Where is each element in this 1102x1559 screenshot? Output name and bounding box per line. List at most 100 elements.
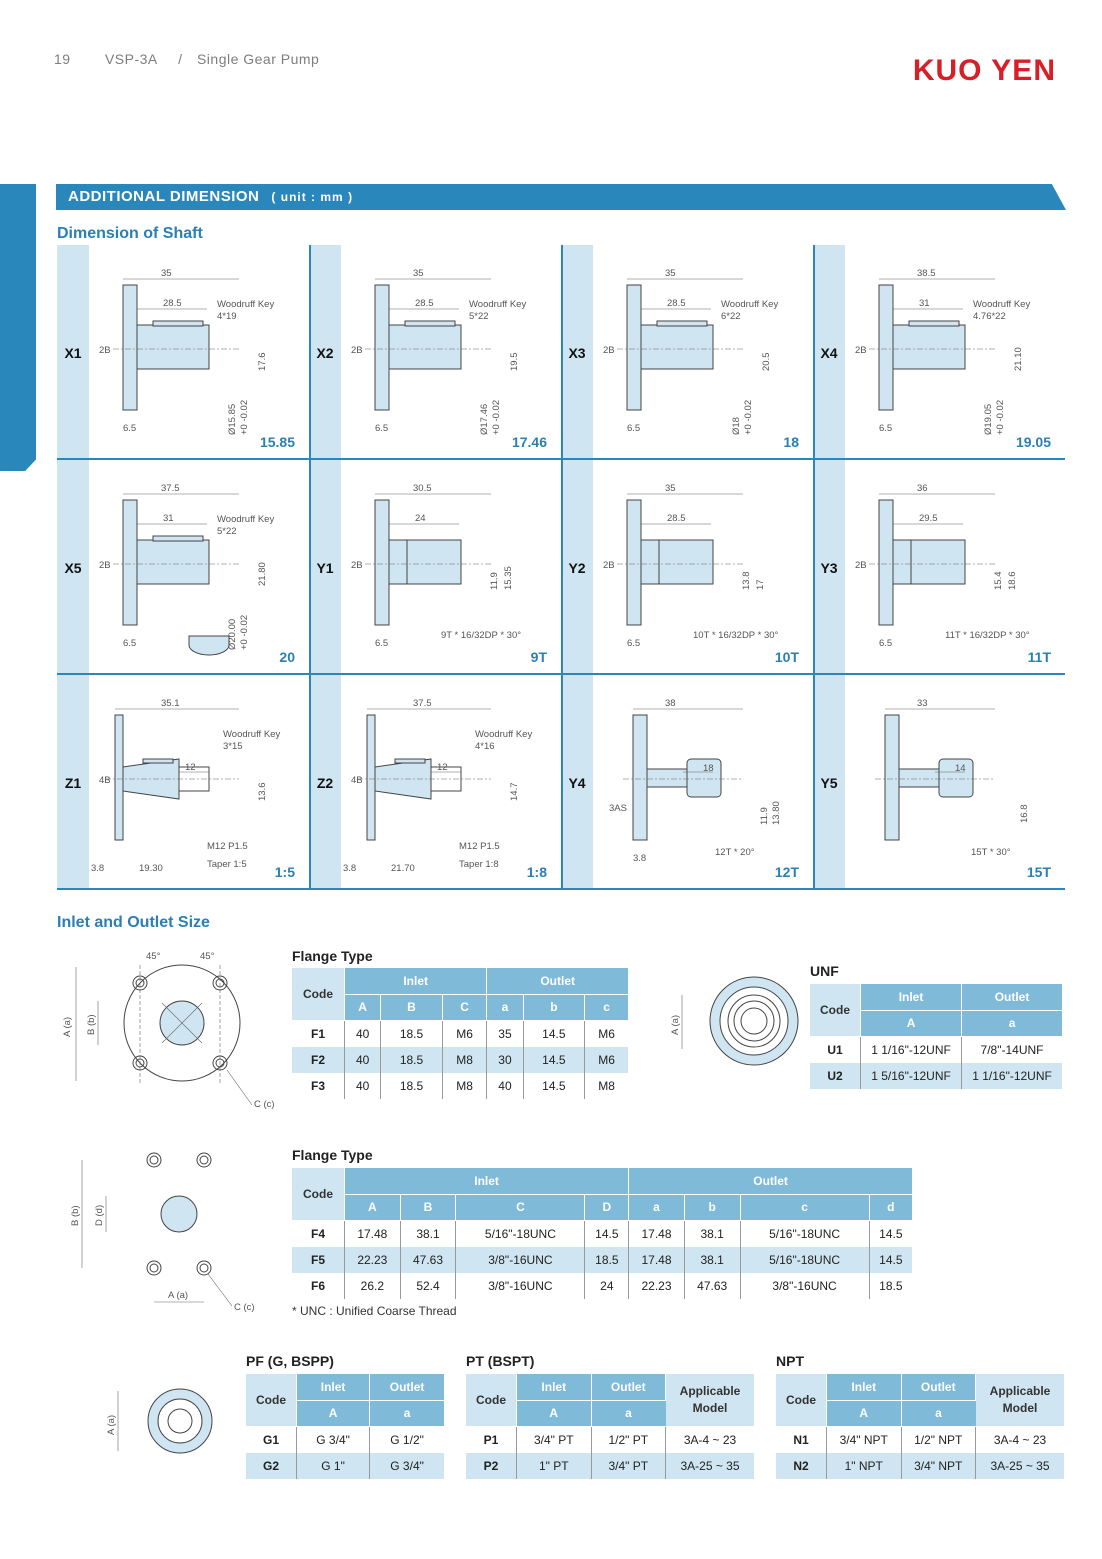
cell-value: 3/8"-16UNC (740, 1272, 870, 1299)
cell-strip (309, 245, 341, 458)
dim-label: 20.5 (761, 353, 772, 372)
cell-value: 5/16"-18UNC (740, 1220, 870, 1247)
cell-value: 1" PT (516, 1452, 592, 1479)
cell-separator (813, 245, 815, 458)
col-header: D (584, 1194, 630, 1221)
model-name: VSP-3A (104, 51, 158, 67)
shaft-value: 12T (774, 864, 799, 880)
cell-strip (561, 460, 593, 673)
dim-label: 19.5 (509, 353, 520, 372)
dim-label: 35.1 (161, 698, 180, 709)
cell-value: 18.5 (380, 1072, 443, 1099)
shaft-section-title: Dimension of Shaft (57, 225, 203, 242)
col-header: B (400, 1194, 457, 1221)
cell-code: G2 (246, 1452, 297, 1479)
dim-label: 38 (665, 698, 676, 709)
cell-value: M6 (442, 1020, 488, 1047)
shaft-value: 10T (774, 649, 799, 665)
cell-value: 3A-4 ~ 23 (993, 1432, 1047, 1447)
dim-label: 14 (955, 763, 966, 774)
dim-b-label: B (b) (86, 1014, 97, 1035)
cell-separator (309, 460, 311, 673)
cell-strip (309, 675, 341, 888)
cell-value: 3/4" NPT (826, 1426, 902, 1453)
dim-label: Woodruff Key (973, 299, 1030, 310)
cell-value: 1 1/16"-12UNF (860, 1036, 963, 1063)
cell-code: N1 (776, 1426, 827, 1453)
cell-code: P2 (466, 1452, 517, 1479)
cell-value: 3/8"-16UNC (455, 1272, 586, 1299)
dim-label: M12 P1.5 (459, 841, 500, 852)
dim-label: 28.5 (667, 513, 686, 524)
dim-label: 4.76*22 (973, 311, 1006, 322)
cell-strip (813, 245, 845, 458)
shaft-code: X5 (64, 560, 82, 576)
section-banner: ADDITIONAL DIMENSION( unit : mm ) (56, 184, 1066, 210)
cell-value: G 1/2" (390, 1432, 424, 1447)
pf-title: PF (G, BSPP) (246, 1353, 334, 1369)
cell-value: 1 1/16"-12UNF (961, 1062, 1062, 1089)
dim-label: 5*22 (217, 526, 237, 537)
dim-label: 6.5 (879, 423, 892, 434)
dim-label: 4*16 (475, 741, 495, 752)
cell-strip (309, 460, 341, 673)
shaft-value: 11T (1027, 649, 1051, 665)
cell-value: 40 (344, 1046, 382, 1073)
cell-value: 47.63 (400, 1246, 457, 1273)
shaft-code: Y3 (820, 560, 838, 576)
dim-label: 21.70 (391, 863, 415, 874)
cell-value: 17.48 (628, 1220, 685, 1247)
dim-label: 31 (919, 298, 930, 309)
dim-label: 35 (413, 268, 424, 279)
pt-title: PT (BSPT) (466, 1353, 535, 1369)
dim-label: 31 (163, 513, 174, 524)
cell-value: 3A-4 ~ 23 (683, 1432, 737, 1447)
cell-value: 5/16"-18UNC (455, 1220, 586, 1247)
dim-label: +0 -0.02 (743, 400, 754, 435)
cell-value: 5/16"-18UNC (740, 1246, 870, 1273)
angle-label-2: 45° (200, 951, 215, 962)
cell-value: M8 (442, 1046, 488, 1073)
dim-label: 4B (99, 775, 111, 786)
cell-strip (561, 245, 593, 458)
dim-label: 4*19 (217, 311, 237, 322)
cell-value: 1 5/16"-12UNF (860, 1062, 963, 1089)
cell-value: 38.1 (400, 1220, 457, 1247)
shaft-code: Y5 (820, 775, 838, 791)
dim-label: 2B (351, 345, 363, 356)
banner-unit: ( unit : mm ) (271, 190, 354, 204)
dim-label: 30.5 (413, 483, 432, 494)
dim-label: Ø15.85 (227, 404, 238, 435)
shaft-value: 15T (1026, 864, 1051, 880)
shaft-code: X4 (820, 345, 838, 361)
cell-code: G1 (246, 1426, 297, 1453)
dim-label: 21.10 (1013, 347, 1024, 371)
dim-label: Taper 1:5 (207, 859, 247, 870)
dim-label: 37.5 (161, 483, 180, 494)
svg-text:C (c): C (c) (234, 1302, 255, 1313)
dim-label: 35 (665, 268, 676, 279)
dim-label: 6.5 (879, 638, 892, 649)
dim-label: 6.5 (375, 638, 388, 649)
shaft-code: Z1 (64, 775, 82, 791)
dim-label: 13.8 (741, 572, 752, 591)
cell-value: G 3/4" (369, 1452, 444, 1479)
flange-square-drawing: A (a) B (b) C (c) 45° 45° (62, 951, 275, 1110)
dim-label: M12 P1.5 (207, 841, 248, 852)
